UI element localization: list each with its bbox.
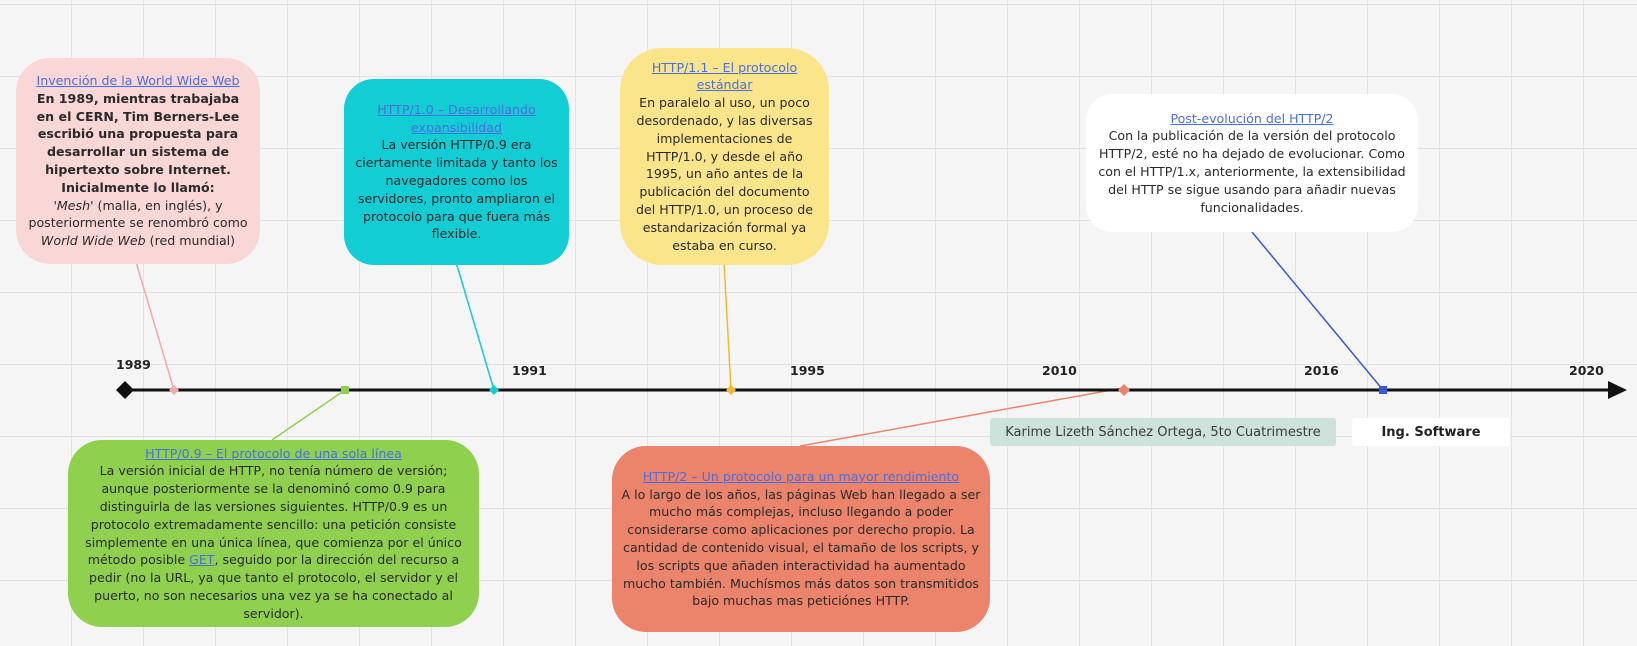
event-text: La versión HTTP/0.9 era ciertamente limi… <box>355 137 558 242</box>
connector-www <box>135 261 175 391</box>
event-title[interactable]: HTTP/1.0 – Desarrollando expansibilidad <box>377 101 536 135</box>
timeline-arrow-head <box>1608 381 1627 399</box>
event-card-http2[interactable]: HTTP/2 – Un protocolo para un mayor rend… <box>612 446 990 632</box>
event-text: (red mundial) <box>145 233 236 249</box>
year-label: 2016 <box>1304 363 1339 378</box>
year-label: 2010 <box>1042 363 1077 378</box>
event-text: ' <box>53 197 57 213</box>
event-title[interactable]: HTTP/2 – Un protocolo para un mayor rend… <box>642 468 960 484</box>
get-method-link[interactable]: GET <box>189 552 215 568</box>
event-title[interactable]: HTTP/1.1 – El protocolo estándar <box>651 59 798 93</box>
event-text: Con la publicación de la versión del pro… <box>1098 128 1406 215</box>
timeline-start-diamond <box>116 381 134 399</box>
year-label: 1995 <box>790 363 825 378</box>
marker-http11 <box>726 385 736 395</box>
event-text-italic: Mesh <box>56 197 91 213</box>
event-text: A lo largo de los años, las páginas Web … <box>621 486 981 609</box>
connector-http10 <box>455 261 495 391</box>
marker-www <box>169 385 179 395</box>
event-text: La versión inicial de HTTP, no tenía núm… <box>85 463 462 568</box>
year-label: 1989 <box>116 357 151 372</box>
event-text: , seguido por la dirección del recurso a… <box>88 552 460 621</box>
event-text-bold: En 1989, mientras trabajaba en el CERN, … <box>36 90 240 195</box>
year-label: 1991 <box>512 363 547 378</box>
event-text-italic: World Wide Web <box>40 233 146 249</box>
connector-http11 <box>723 261 732 391</box>
event-text: ' (malla, en inglés), y posteriormente s… <box>28 197 248 231</box>
event-card-www[interactable]: Invención de la World Wide Web En 1989, … <box>16 58 260 264</box>
event-title[interactable]: Post-evolución del HTTP/2 <box>1170 110 1334 126</box>
marker-http2 <box>1118 384 1130 396</box>
event-title[interactable]: HTTP/0.9 – El protocolo de una sola líne… <box>145 445 402 461</box>
year-label: 2020 <box>1569 363 1604 378</box>
marker-http10 <box>489 385 499 395</box>
event-card-post-http2[interactable]: Post-evolución del HTTP/2 Con la publica… <box>1086 94 1418 232</box>
event-title[interactable]: Invención de la World Wide Web <box>36 73 240 89</box>
event-card-http09[interactable]: HTTP/0.9 – El protocolo de una sola líne… <box>68 440 479 627</box>
connector-post-http2 <box>1251 231 1384 391</box>
event-card-http11[interactable]: HTTP/1.1 – El protocolo estándar En para… <box>620 48 829 265</box>
marker-post-http2 <box>1379 386 1387 394</box>
event-card-http10[interactable]: HTTP/1.0 – Desarrollando expansibilidad … <box>344 79 569 265</box>
career-tag: Ing. Software <box>1352 418 1510 446</box>
connector-http09 <box>271 389 346 441</box>
event-text: En paralelo al uso, un poco desordenado,… <box>635 95 813 253</box>
connector-http2 <box>799 387 1124 447</box>
marker-http09 <box>341 386 349 394</box>
author-tag: Karime Lizeth Sánchez Ortega, 5to Cuatri… <box>990 418 1336 446</box>
